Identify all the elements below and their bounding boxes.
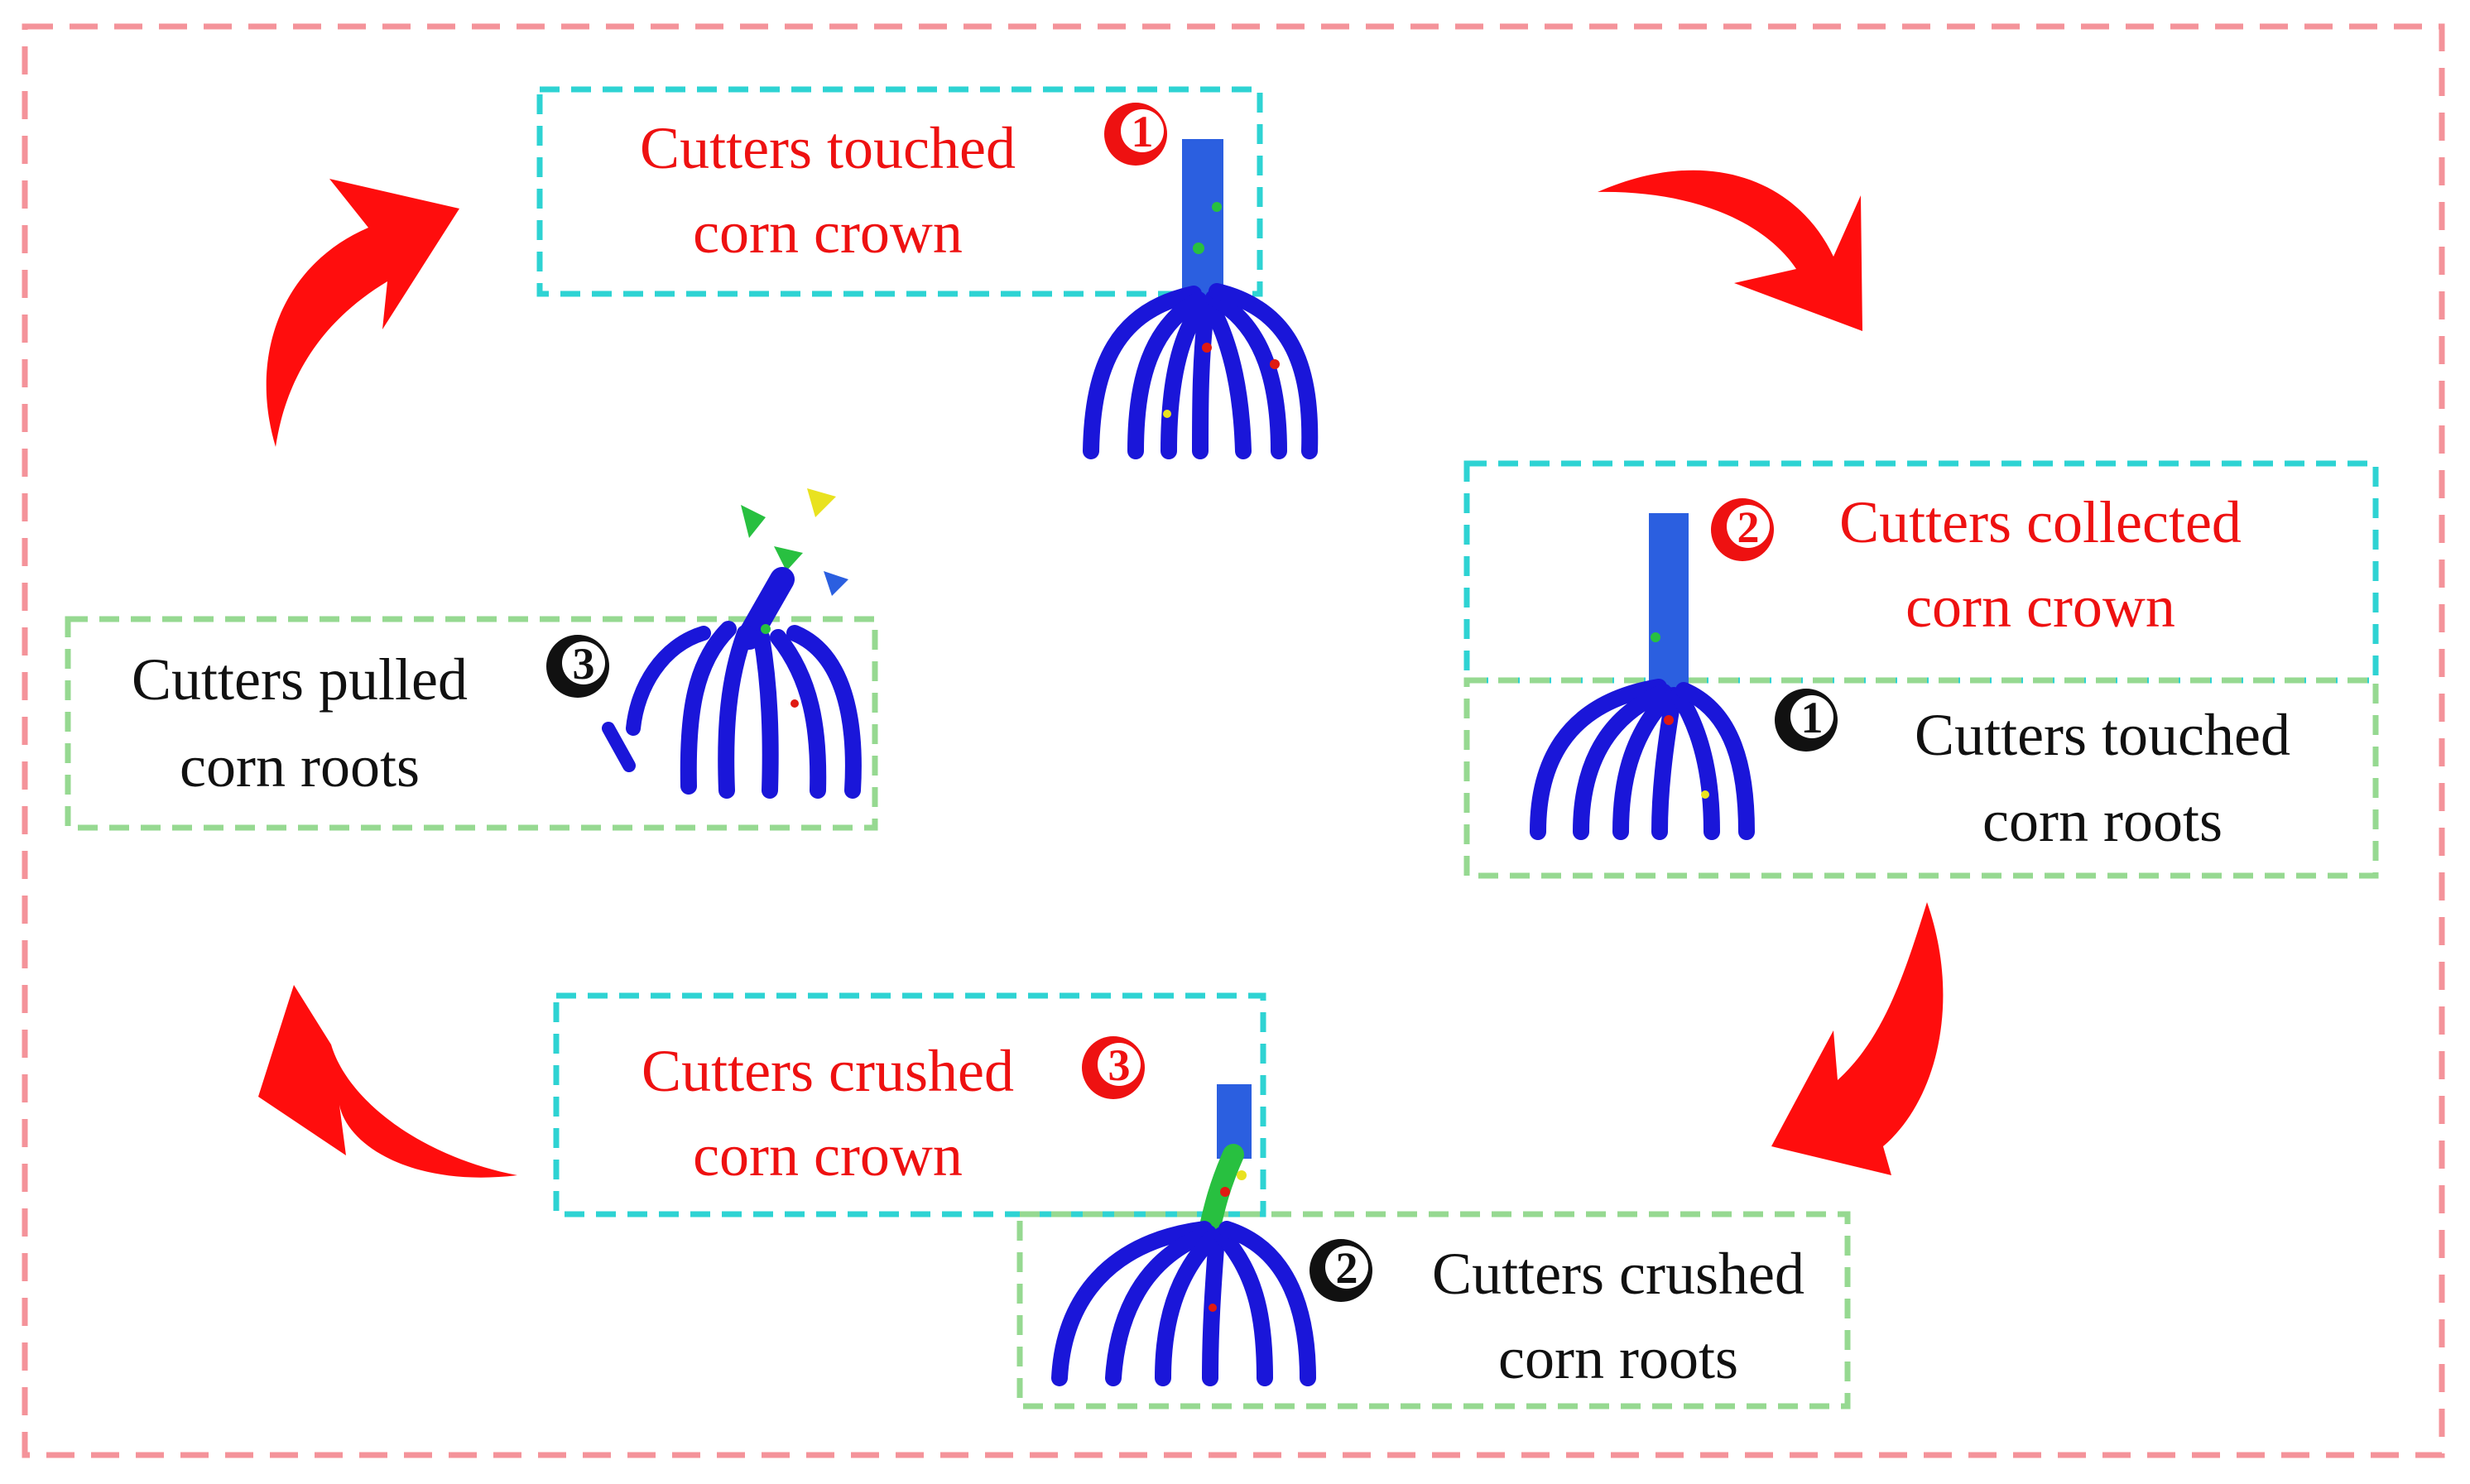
crown-touched-line2: corn crown [693,199,963,266]
step-number-icon: 3 [1082,1036,1145,1099]
step-number-icon: 1 [1775,689,1838,752]
step-number-text: 3 [573,639,595,689]
step-number-icon: 2 [1711,498,1774,561]
crown-collected-line2: corn crown [1905,574,2175,640]
corn-root-icon [1083,139,1319,459]
arrow-top-right-icon [1598,170,1862,331]
roots-crushed-box [1016,1211,1851,1410]
roots-pulled-box [65,616,878,831]
roots-touched-box [1463,677,2379,879]
step-number-text: 1 [1801,693,1824,742]
crown-crushed-line2: corn crown [693,1122,963,1189]
arrow-right-down-icon [1771,902,1944,1175]
cycle-arrows [258,170,1944,1178]
crown-touched-box [536,86,1263,297]
crown-crushed-box [553,992,1266,1217]
roots-pulled-line1: Cutters pulled [132,646,468,713]
crown-touched-line1: Cutters touched [640,115,1016,181]
step-number-icon: 3 [546,635,609,698]
corn-root-icon [1051,1084,1316,1386]
step-number-icon: 1 [1104,103,1167,166]
crown-collected-line1: Cutters collected [1839,489,2242,555]
step-number-text: 2 [1336,1243,1358,1293]
crown-crushed-line1: Cutters crushed [642,1038,1014,1104]
corn-root-icon [602,488,862,799]
roots-touched-line1: Cutters touched [1915,702,2290,768]
arrow-left-up-icon [266,179,459,447]
corn-root-icon [1530,513,1755,840]
step-number-text: 1 [1132,107,1154,156]
step-number-icon: 2 [1309,1239,1372,1302]
outer-frame [22,23,2445,1458]
roots-crushed-line2: corn roots [1498,1325,1738,1391]
arrow-bottom-left-icon [258,985,517,1178]
roots-touched-line2: corn roots [1982,788,2223,854]
step-number-text: 2 [1737,502,1760,552]
roots-pulled-line2: corn roots [180,733,420,800]
step-number-text: 3 [1108,1040,1131,1090]
roots-crushed-line1: Cutters crushed [1432,1241,1804,1307]
